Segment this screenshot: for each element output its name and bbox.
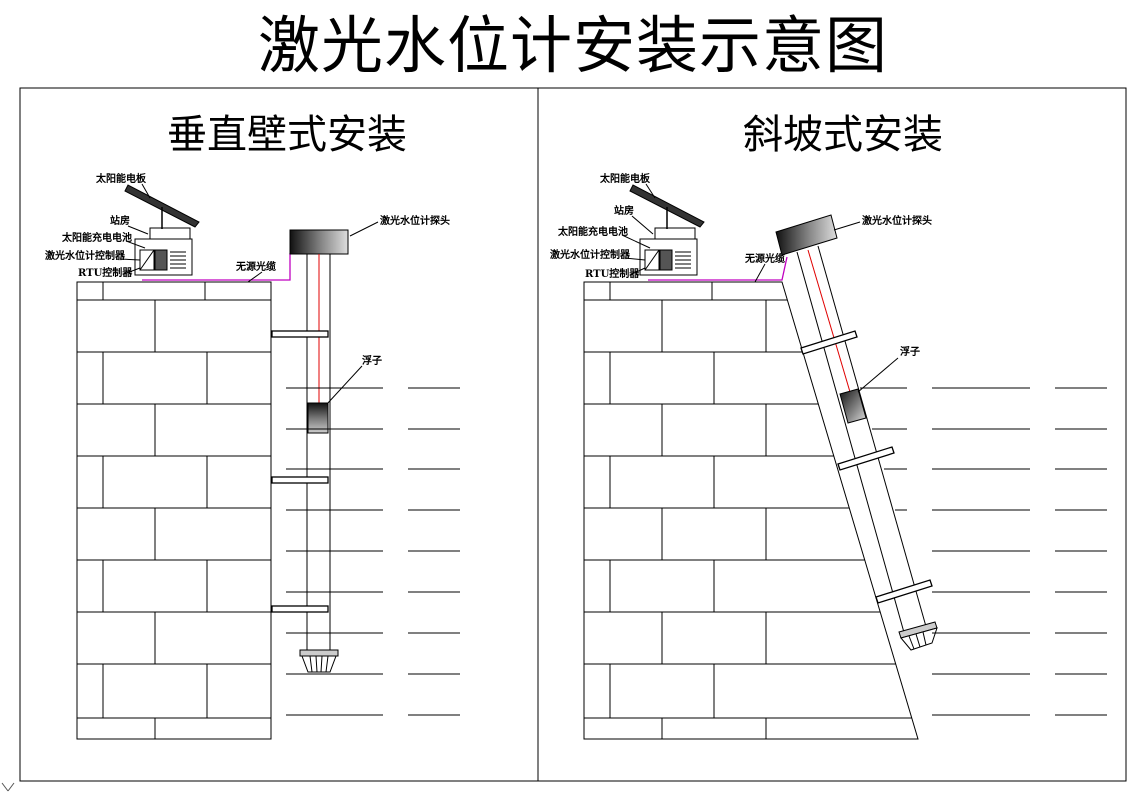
water-lines	[286, 387, 460, 716]
leader-station-house	[127, 225, 149, 235]
leader-controller-slope	[624, 257, 646, 261]
label-rtu-slope: RTU控制器	[585, 267, 640, 280]
leader-solar-panel-slope	[645, 183, 656, 199]
solar-panel-slope	[629, 184, 705, 229]
label-cable-slope: 无源光缆	[744, 252, 785, 265]
leader-probe-slope	[833, 221, 861, 231]
label-solar-panel: 太阳能电板	[95, 172, 147, 185]
corner-mark-2	[7, 782, 15, 792]
laser-beam-slope	[807, 249, 851, 393]
label-station-house: 站房	[110, 214, 130, 227]
page-title: 激光水位计安装示意图	[257, 9, 888, 82]
solar-panel	[124, 184, 200, 229]
pipe-right-slope	[817, 245, 928, 631]
float	[307, 402, 329, 434]
leader-solar-panel	[141, 183, 151, 199]
panel-vertical-wall: 垂直壁式安装	[45, 112, 460, 740]
float-slope	[839, 388, 867, 424]
label-cable: 无源光缆	[235, 260, 276, 273]
label-solar-battery: 太阳能充电电池	[61, 231, 132, 244]
brick-wall	[76, 281, 272, 740]
leader-solar-battery-slope	[621, 234, 651, 249]
pipe-left-slope	[796, 251, 906, 637]
leader-rtu	[123, 267, 141, 275]
panel-slope: 斜坡式安装	[550, 112, 1107, 740]
label-probe-slope: 激光水位计探头	[862, 214, 932, 227]
corner-mark	[1, 782, 9, 792]
label-rtu: RTU控制器	[78, 266, 133, 279]
station-house	[134, 227, 193, 276]
label-solar-panel-slope: 太阳能电板	[599, 172, 651, 185]
water-lines-slope	[860, 387, 1107, 716]
pipe-bottom-cap	[299, 649, 339, 673]
leader-rtu-slope	[629, 267, 646, 276]
laser-probe-slope	[775, 214, 838, 256]
label-controller-slope: 激光水位计控制器	[550, 248, 631, 261]
leader-station-house-slope	[631, 215, 654, 235]
leader-probe	[349, 221, 379, 237]
station-house-slope	[639, 227, 698, 276]
label-float-slope: 浮子	[900, 345, 920, 358]
outer-frame	[19, 87, 1127, 782]
pipe-bottom-cap-slope	[898, 621, 938, 651]
fiber-cable-slope	[648, 256, 788, 281]
leader-float-slope	[857, 357, 899, 393]
label-solar-battery-slope: 太阳能充电电池	[557, 225, 628, 238]
leader-cable	[247, 271, 263, 283]
leader-cable-slope	[754, 263, 766, 283]
fiber-cable	[142, 253, 291, 281]
leader-solar-battery	[125, 240, 146, 249]
laser-probe	[289, 229, 349, 255]
leader-float	[326, 365, 363, 405]
label-station-house-slope: 站房	[614, 204, 634, 217]
label-float: 浮子	[362, 354, 382, 367]
panel-title-vertical: 垂直壁式安装	[167, 112, 407, 158]
brick-wall-slope	[583, 281, 919, 740]
label-probe: 激光水位计探头	[380, 214, 450, 227]
clamp-brackets	[271, 330, 329, 613]
leader-controller	[119, 258, 141, 261]
label-controller: 激光水位计控制器	[45, 249, 126, 262]
panel-title-slope: 斜坡式安装	[743, 112, 943, 158]
clamp-brackets-slope	[800, 330, 933, 604]
